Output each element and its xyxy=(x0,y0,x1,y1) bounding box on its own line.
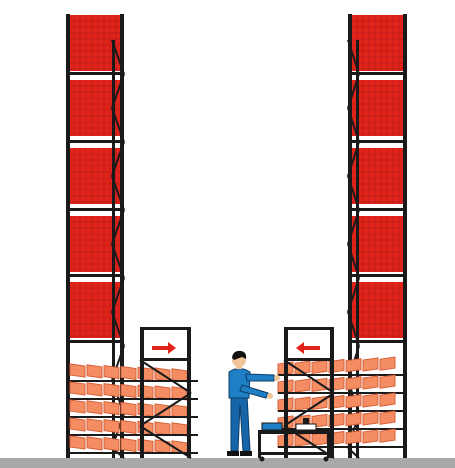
tote-row xyxy=(70,400,198,418)
floor xyxy=(0,458,455,468)
right-carton-flow-rack xyxy=(278,327,406,458)
left-carton-flow-rack xyxy=(70,327,198,458)
tote-row xyxy=(278,375,406,394)
tote-row xyxy=(70,364,198,382)
tote-row xyxy=(278,393,406,412)
pallet-load xyxy=(351,282,405,338)
left-flow-arrow xyxy=(152,342,176,354)
pallet-load xyxy=(351,216,405,272)
pallet-load xyxy=(351,148,405,204)
pallet-load xyxy=(351,80,405,136)
tote-row xyxy=(70,418,198,436)
person-picking-icon xyxy=(227,351,280,456)
pallet-load xyxy=(351,15,405,71)
right-pallet-loads xyxy=(351,15,405,338)
right-flow-arrow xyxy=(296,342,320,354)
right-tall-rack xyxy=(348,14,407,458)
